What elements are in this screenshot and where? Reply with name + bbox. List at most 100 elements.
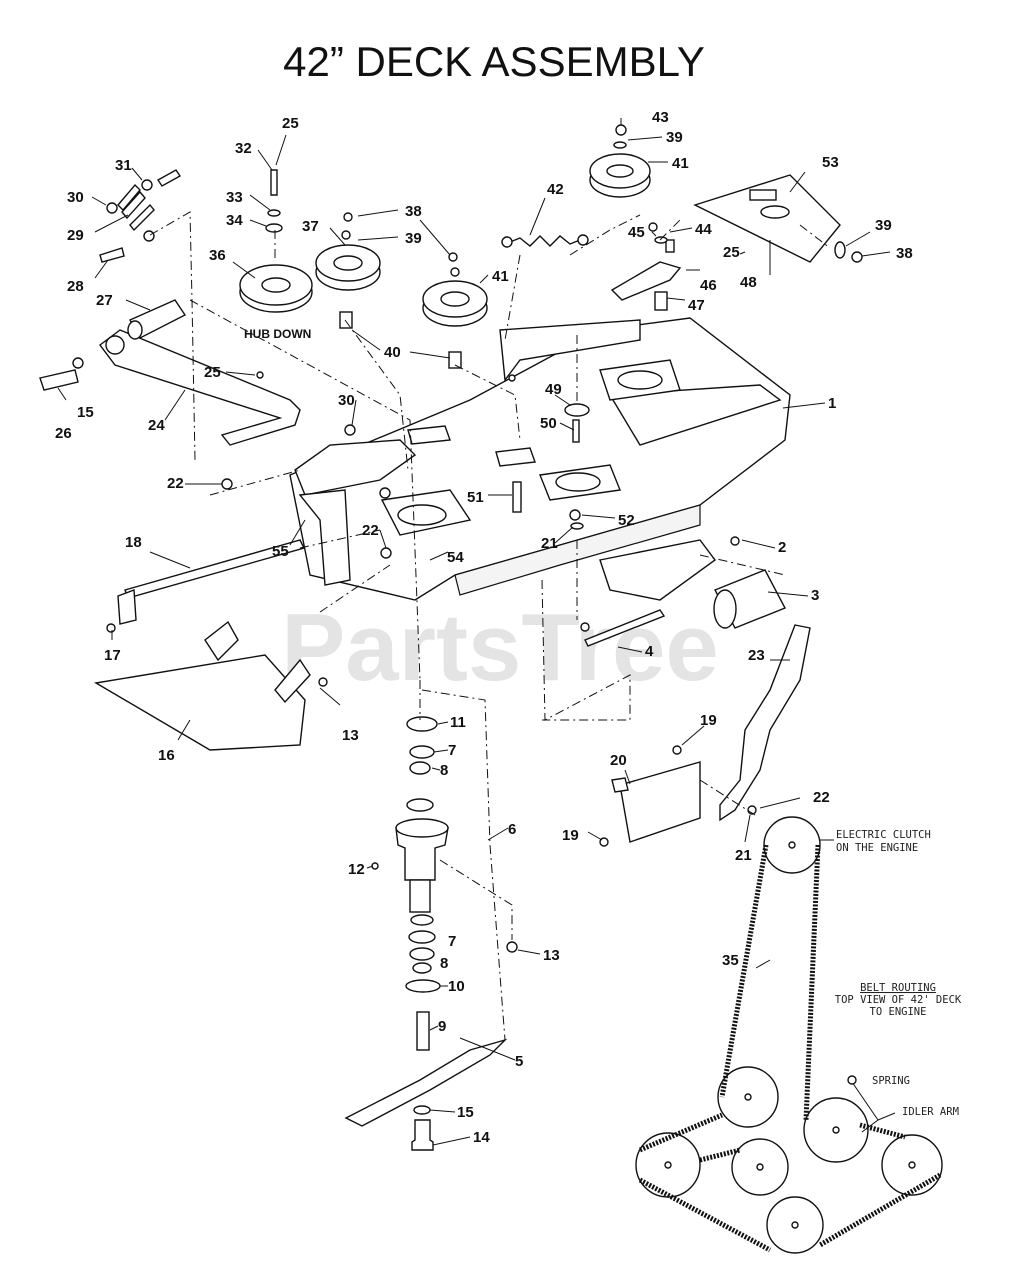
spring-note: SPRING xyxy=(872,1075,910,1087)
chain-assembly xyxy=(99,169,182,263)
belt-guide-23 xyxy=(719,624,811,822)
callout-55: 55 xyxy=(272,543,289,560)
callout-33: 33 xyxy=(226,189,243,206)
callout-1: 1 xyxy=(828,395,836,412)
callout-38b: 38 xyxy=(896,245,913,262)
pulley-36 xyxy=(239,264,313,313)
callout-29: 29 xyxy=(67,227,84,244)
bolt-26 xyxy=(39,369,79,391)
callout-6: 6 xyxy=(508,821,516,838)
callout-9: 9 xyxy=(438,1018,446,1035)
callout-39c: 39 xyxy=(875,217,892,234)
pulley-37 xyxy=(315,244,381,291)
assembly-lines xyxy=(149,211,831,1041)
callout-41a: 41 xyxy=(492,268,509,285)
idler-arm-note: IDLER ARM xyxy=(902,1106,959,1118)
spacer-40a xyxy=(339,311,353,329)
washer-15-left xyxy=(72,357,84,369)
callout-4: 4 xyxy=(645,643,654,660)
bolt-50 xyxy=(572,419,580,443)
watermark: PartsTree xyxy=(281,594,719,701)
hub-down-label: HUB DOWN xyxy=(244,327,311,341)
callout-28: 28 xyxy=(67,278,84,295)
callout-14: 14 xyxy=(473,1129,490,1146)
callout-7b: 7 xyxy=(448,933,456,950)
callout-19b: 19 xyxy=(562,827,579,844)
deflector-16 xyxy=(93,620,311,751)
callout-51: 51 xyxy=(467,489,484,506)
spacer-47 xyxy=(654,291,668,311)
belt-routing-heading: BELT ROUTING xyxy=(860,982,936,994)
belt-routing-line2: TO ENGINE xyxy=(870,1006,927,1018)
callout-30a: 30 xyxy=(67,189,84,206)
electric-clutch-note-1: ELECTRIC CLUTCH xyxy=(836,829,931,841)
callout-48: 48 xyxy=(740,274,757,291)
callout-37: 37 xyxy=(302,218,319,235)
callout-45: 45 xyxy=(628,224,645,241)
callout-54: 54 xyxy=(447,549,464,566)
callout-25b: 25 xyxy=(204,364,221,381)
callout-26: 26 xyxy=(55,425,72,442)
washer-21-center xyxy=(570,522,584,530)
callout-17: 17 xyxy=(104,647,121,664)
rod-18 xyxy=(117,539,306,625)
callout-22a: 22 xyxy=(813,789,830,806)
callout-35: 35 xyxy=(722,952,739,969)
callout-18: 18 xyxy=(125,534,142,551)
belt-routing-line1: TOP VIEW OF 42' DECK xyxy=(835,994,962,1006)
idler-arm-46 xyxy=(610,261,682,301)
callout-27: 27 xyxy=(96,292,113,309)
callout-34: 34 xyxy=(226,212,243,229)
callout-40: 40 xyxy=(384,344,401,361)
callout-32: 32 xyxy=(235,140,252,157)
callout-16: 16 xyxy=(158,747,175,764)
bolt-14 xyxy=(411,1119,434,1151)
callout-11: 11 xyxy=(450,714,466,731)
callout-38a: 38 xyxy=(405,203,422,220)
clutch-3 xyxy=(713,569,786,629)
callout-30b: 30 xyxy=(338,392,355,409)
callout-25a: 25 xyxy=(282,115,299,132)
deck-housing xyxy=(289,317,791,601)
callout-44: 44 xyxy=(695,221,712,238)
washer-45 xyxy=(654,236,668,244)
callout-25c: 25 xyxy=(723,244,740,261)
belt-routing-diagram xyxy=(635,816,943,1254)
callout-7a: 7 xyxy=(448,742,456,759)
callout-20: 20 xyxy=(610,752,627,769)
lift-arm xyxy=(99,299,301,446)
callout-8b: 8 xyxy=(440,955,448,972)
belt-cover-48 xyxy=(693,174,841,263)
pulley-41-top xyxy=(589,153,651,198)
callout-52: 52 xyxy=(618,512,635,529)
callout-15a: 15 xyxy=(457,1104,474,1121)
page-title: 42” DECK ASSEMBLY xyxy=(283,38,705,85)
callout-12: 12 xyxy=(348,861,365,878)
callout-41b: 41 xyxy=(672,155,689,172)
callout-23: 23 xyxy=(748,647,765,664)
callout-13b: 13 xyxy=(543,947,560,964)
callout-8a: 8 xyxy=(440,762,448,779)
bushing-44 xyxy=(665,239,675,253)
spacer-40b xyxy=(448,351,462,369)
bolt-32 xyxy=(270,169,278,196)
callout-21b: 21 xyxy=(541,535,558,552)
washer-34 xyxy=(265,223,283,233)
rod-4 xyxy=(584,609,666,647)
pulley-41-mid xyxy=(422,280,488,327)
callout-39b: 39 xyxy=(666,129,683,146)
callout-15b: 15 xyxy=(77,404,94,421)
callout-24: 24 xyxy=(148,417,165,434)
callout-22b: 22 xyxy=(167,475,184,492)
callout-50: 50 xyxy=(540,415,557,432)
callout-49: 49 xyxy=(545,381,562,398)
callout-2: 2 xyxy=(778,539,786,556)
callout-53: 53 xyxy=(822,154,839,171)
electric-clutch-note-2: ON THE ENGINE xyxy=(836,842,918,854)
hardware-misc xyxy=(106,124,863,953)
spindle-stack xyxy=(395,716,449,1051)
washer-33 xyxy=(267,209,281,217)
callout-13a: 13 xyxy=(342,727,359,744)
callout-36: 36 xyxy=(209,247,226,264)
